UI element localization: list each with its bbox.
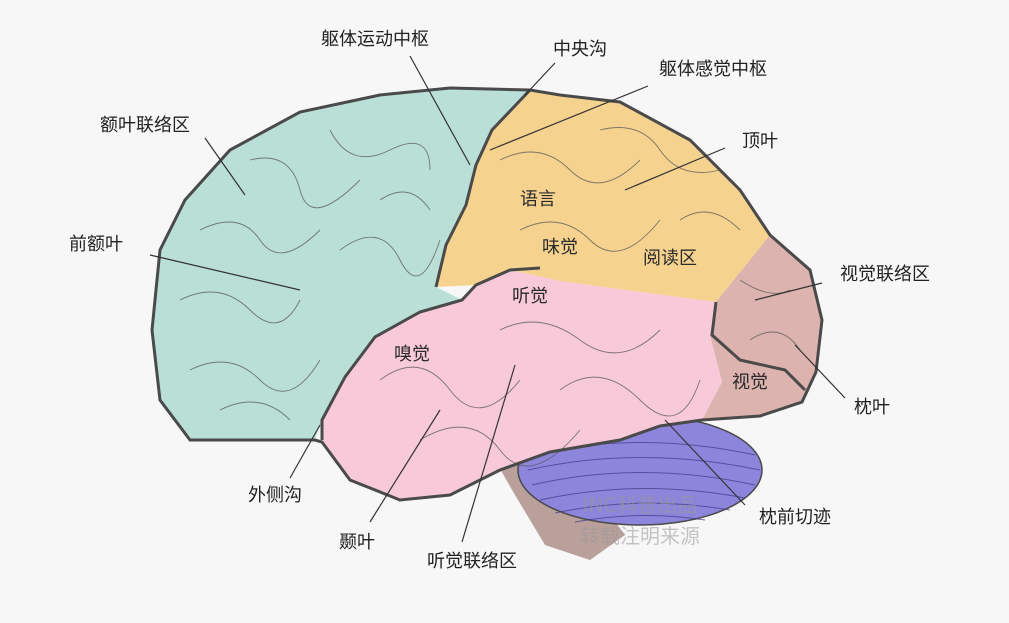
watermark-line1: INC科普出品 xyxy=(583,493,698,517)
label-visual-association: 视觉联络区 xyxy=(840,264,930,285)
label-smell: 嗅觉 xyxy=(394,344,430,365)
label-vision: 视觉 xyxy=(732,372,768,393)
label-somatosensory-cortex: 躯体感觉中枢 xyxy=(659,59,767,80)
label-occipital-lobe: 枕叶 xyxy=(854,397,890,418)
central-sulcus-line xyxy=(434,88,532,288)
lateral-sulcus-line xyxy=(320,266,541,440)
label-frontal-association: 额叶联络区 xyxy=(100,115,190,136)
watermark-line2: 转载注明来源 xyxy=(580,524,700,548)
occipital-sulcus-line xyxy=(710,301,807,392)
label-preoccipital-notch: 枕前切迹 xyxy=(759,507,831,528)
parietal-lobe-region xyxy=(436,90,770,302)
frontal-lobe-region xyxy=(152,88,530,440)
label-reading: 阅读区 xyxy=(643,248,697,269)
temporal-lobe-region xyxy=(322,270,722,500)
brain-outline xyxy=(150,86,824,502)
occipital-lobe-region xyxy=(702,235,822,420)
label-lateral-sulcus: 外侧沟 xyxy=(248,485,302,506)
label-taste: 味觉 xyxy=(542,237,578,258)
label-motor-cortex: 躯体运动中枢 xyxy=(321,29,429,50)
label-hearing: 听觉 xyxy=(512,286,548,307)
label-language: 语言 xyxy=(520,189,556,210)
label-central-sulcus: 中央沟 xyxy=(553,39,607,60)
gyri-lines xyxy=(179,127,801,467)
leader-lines xyxy=(149,55,846,543)
label-prefrontal: 前额叶 xyxy=(69,234,123,255)
label-temporal-lobe: 颞叶 xyxy=(339,532,375,553)
label-parietal-lobe: 顶叶 xyxy=(742,131,778,152)
label-auditory-association: 听觉联络区 xyxy=(427,551,517,572)
